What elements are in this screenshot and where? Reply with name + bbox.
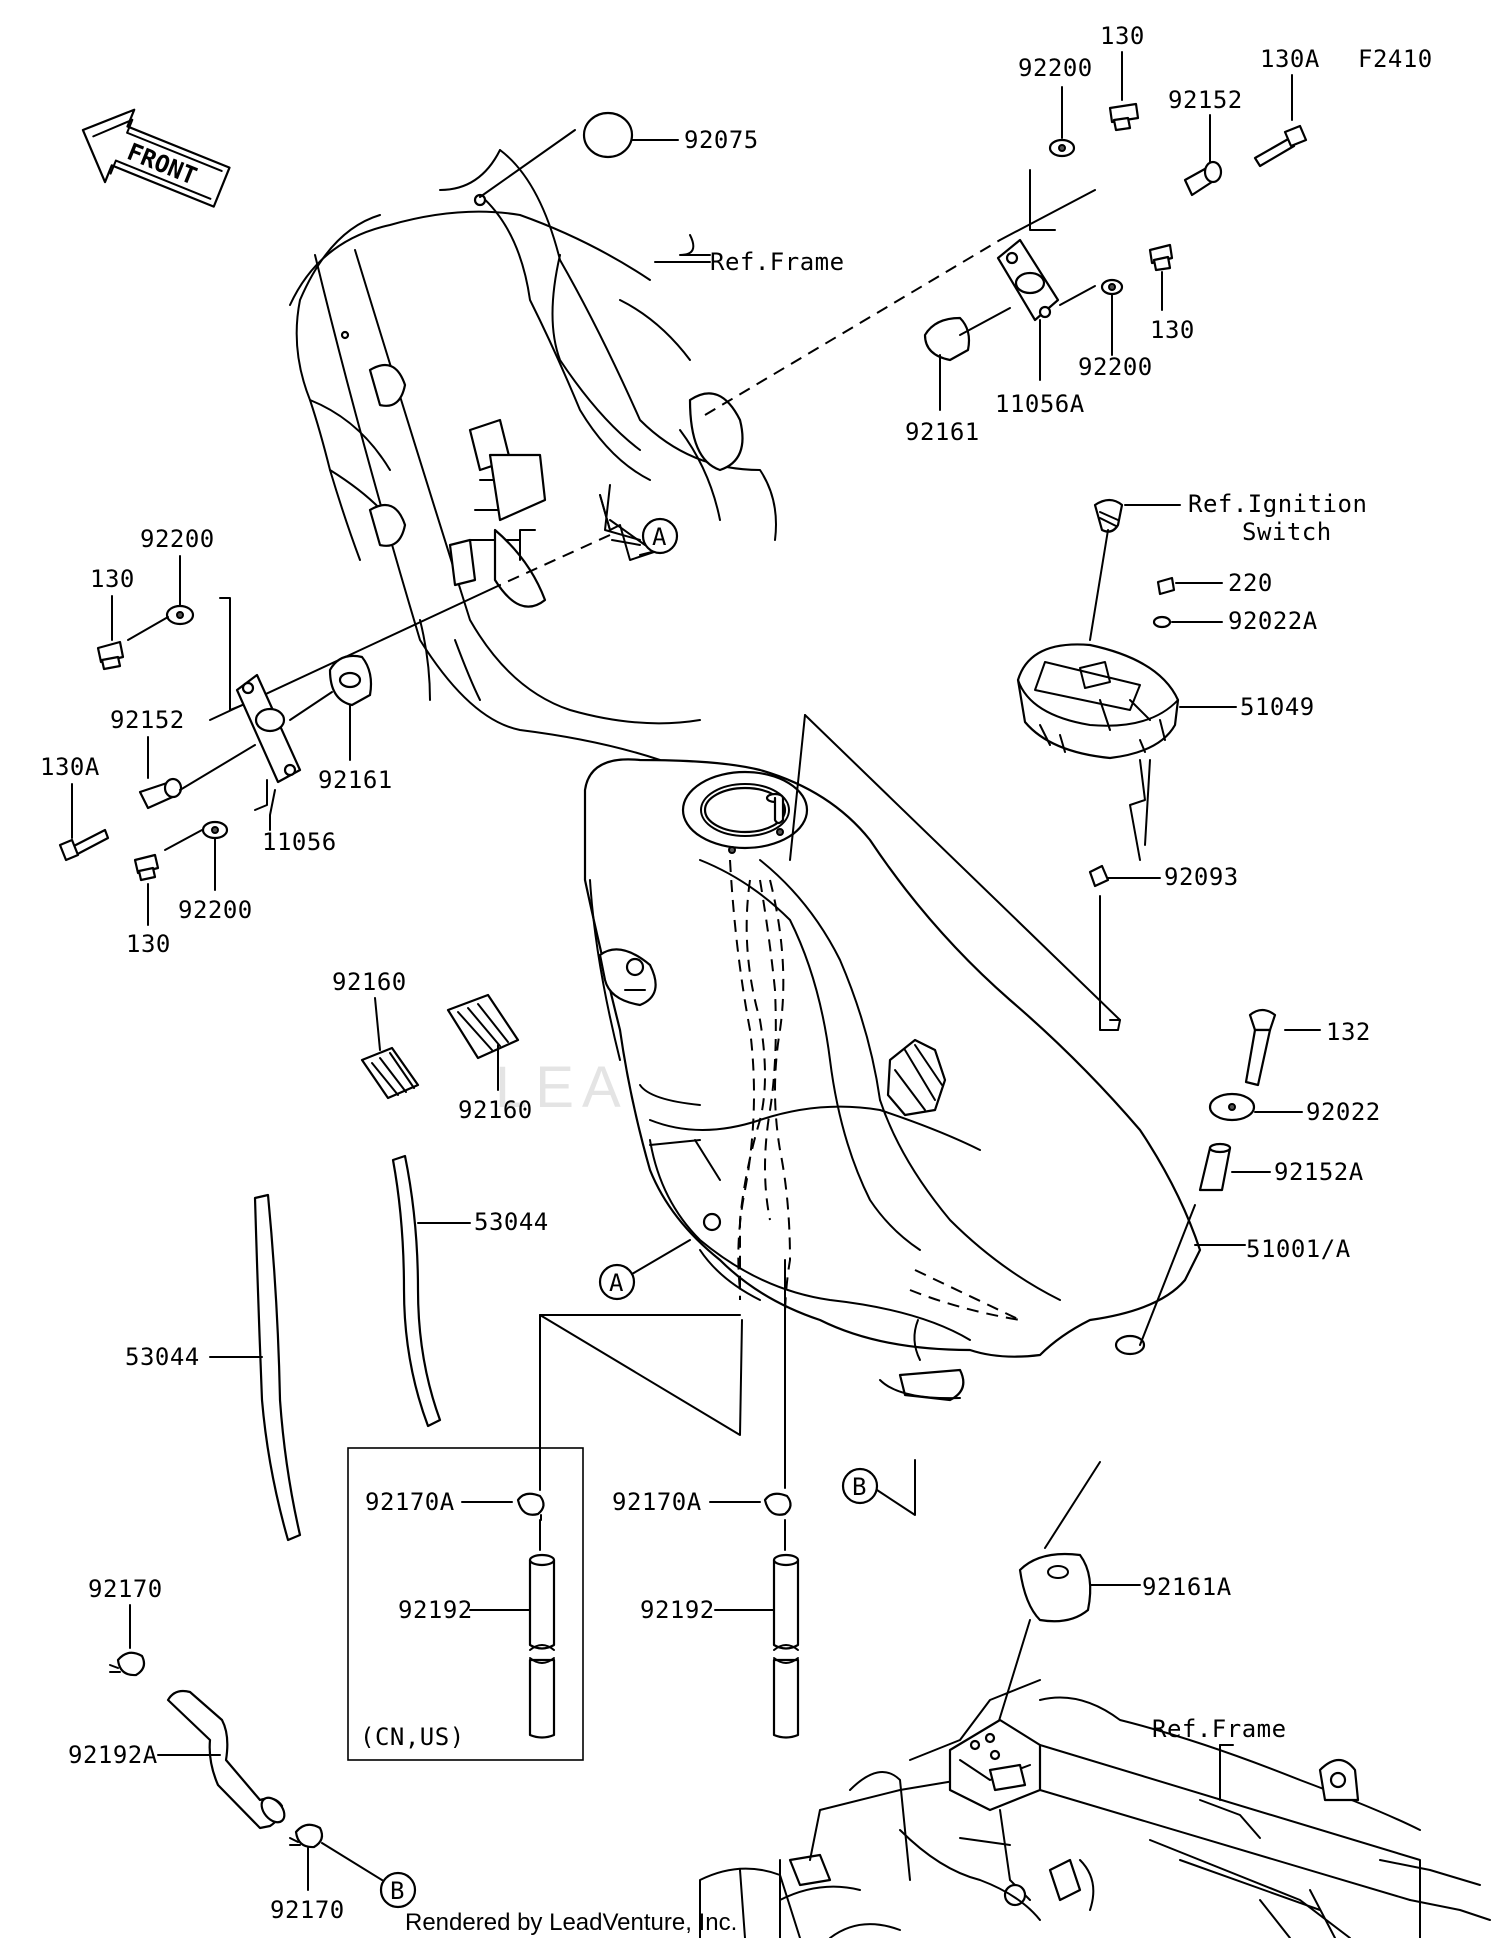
callout-b-lower-label: B [390,1877,405,1905]
label-92200-right: 92200 [1078,353,1153,381]
figure-code: F2410 [1358,45,1433,73]
ref-ignition-line2: Switch [1242,518,1332,546]
callout-a-upper-label: A [652,523,667,551]
label-53044-a: 53044 [125,1343,200,1371]
right-mount-group: 132 92022 92152A 92161A [989,1008,1381,1751]
callout-b-right [841,1467,879,1505]
label-92192-a: 92192 [398,1596,473,1624]
label-51049: 51049 [1240,693,1315,721]
label-51001A: 51001/A [1246,1235,1351,1263]
label-92192-b: 92192 [640,1596,715,1624]
leader-tank-box-2 [539,1314,743,1436]
hose-right: 92170A 92192 [612,1259,800,1739]
label-92152-top: 92152 [1168,86,1243,114]
frame-upper [289,149,777,761]
label-11056A: 11056A [995,390,1085,418]
fuel-cap [1016,643,1180,760]
label-92093: 92093 [1164,863,1239,891]
label-92160-a: 92160 [332,968,407,996]
callout-b-right-label: B [852,1473,867,1501]
label-130-lower: 130 [126,930,171,958]
callout-a-upper [641,517,679,555]
strip-53044-group: 53044 53044 [125,1154,549,1542]
label-92170A-a: 92170A [365,1488,455,1516]
label-92022: 92022 [1306,1098,1381,1126]
label-130A-left: 130A [40,753,100,781]
region-note: (CN,US) [360,1723,465,1751]
ref-frame-bottom: Ref.Frame [1152,1715,1287,1743]
label-130-top: 130 [1100,22,1145,50]
plug-92075 [582,111,634,159]
label-132: 132 [1326,1018,1371,1046]
label-92170-a: 92170 [88,1575,163,1603]
left-bracket-group: 92200 130 92161 92152 130A 11056 [40,525,393,958]
callout-b-lower [379,1871,417,1909]
label-53044-b: 53044 [474,1208,549,1236]
label-92161A: 92161A [1142,1573,1232,1601]
callout-a-lower-label: A [609,1269,624,1297]
label-92161-left: 92161 [318,766,393,794]
label-92152A: 92152A [1274,1158,1364,1186]
label-92160-b: 92160 [458,1096,533,1124]
label-92200-top: 92200 [1018,54,1093,82]
label-130A-top: 130A [1260,45,1320,73]
block-92160-group: 92160 92160 [332,968,533,1124]
label-130-right: 130 [1150,316,1195,344]
frame-lower [699,1679,1491,1938]
label-92161-top: 92161 [905,418,980,446]
label-92200-left: 92200 [140,525,215,553]
label-92200-lower: 92200 [178,896,253,924]
label-11056: 11056 [262,828,337,856]
fuel-tank: 51001/A [583,758,1351,1402]
front-arrow: FRONT [81,108,231,208]
leader-cap-tank [804,714,1121,1021]
label-92075: 92075 [684,126,759,154]
label-92022A: 92022A [1228,607,1318,635]
label-92170A-b: 92170A [612,1488,702,1516]
ref-frame-top: Ref.Frame [710,248,845,276]
label-92192A: 92192A [68,1741,158,1769]
footer-credit: Rendered by LeadVenture, Inc. [405,1909,737,1936]
ref-ignition-line1: Ref.Ignition [1188,490,1367,518]
label-130-left: 130 [90,565,135,593]
label-220: 220 [1228,569,1273,597]
label-92170-b: 92170 [270,1896,345,1924]
fuel-cap-group: Ref.Ignition Switch 220 92022A 51049 920… [1016,490,1367,1031]
hose-box-cn-us: (CN,US) 92170A 92192 [347,1314,584,1761]
hose-92192A-group: 92170 92192A 92170 [68,1575,383,1924]
callout-a-lower [598,1263,636,1301]
label-92152-left: 92152 [110,706,185,734]
upper-right-bracket-group: 92200 130 92152 130A 92200 130 92161 [905,22,1320,446]
leader-cap-tank-2 [789,714,806,861]
